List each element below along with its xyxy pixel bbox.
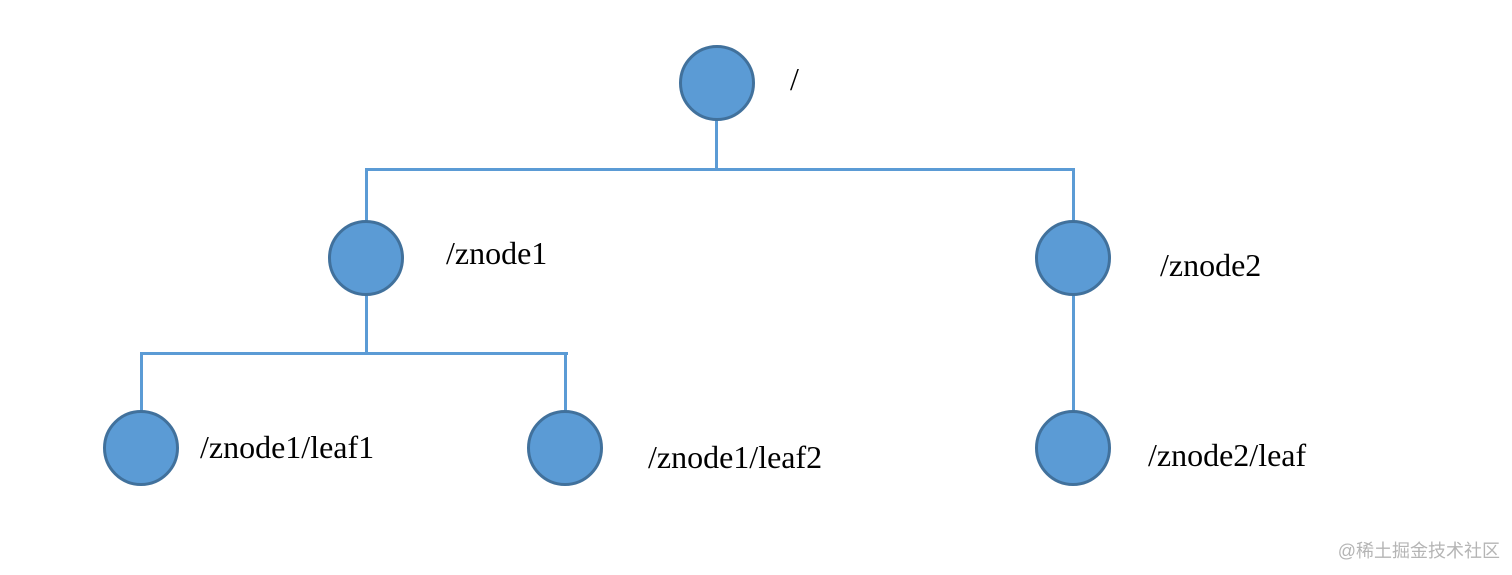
edge-to-leaf2 xyxy=(564,352,567,412)
edge-level2-horizontal xyxy=(140,352,568,355)
znode1-node-circle xyxy=(328,220,404,296)
edge-to-leaf1 xyxy=(140,352,143,412)
znode1-leaf2-node-label: /znode1/leaf2 xyxy=(648,439,823,475)
znode1-node-label: /znode1 xyxy=(446,235,548,271)
znode2-node-label: /znode2 xyxy=(1160,247,1262,283)
znode1-leaf2-node-circle xyxy=(527,410,603,486)
edge-znode2-to-leaf xyxy=(1072,294,1075,412)
watermark-text: @稀土掘金技术社区 xyxy=(1337,541,1500,561)
znode2-leaf-node-circle xyxy=(1035,410,1111,486)
znode2-node-circle xyxy=(1035,220,1111,296)
edge-to-znode1 xyxy=(365,168,368,222)
edge-to-znode2 xyxy=(1072,168,1075,222)
root-node-label: / xyxy=(790,61,799,97)
znode2-leaf-node-label: /znode2/leaf xyxy=(1148,437,1307,473)
edge-root-down xyxy=(715,119,718,171)
znode1-leaf1-node-label: /znode1/leaf1 xyxy=(200,429,375,465)
edge-level1-horizontal xyxy=(365,168,1075,171)
znode1-leaf1-node-circle xyxy=(103,410,179,486)
root-node-circle xyxy=(679,45,755,121)
edge-znode1-down xyxy=(365,294,368,355)
